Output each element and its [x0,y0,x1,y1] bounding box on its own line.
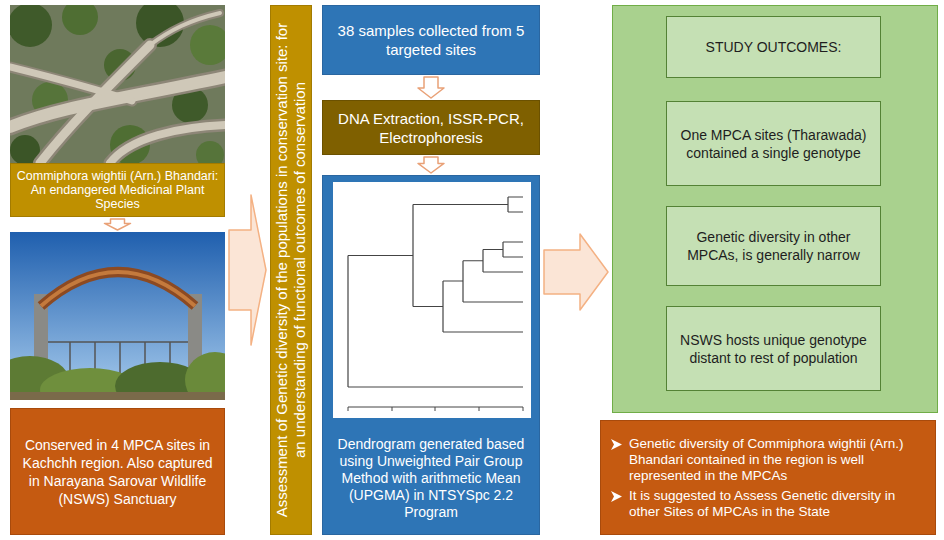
node-text: Conserved in 4 MPCA sites in Kachchh reg… [19,436,216,508]
bullet-arrow [611,491,622,502]
block-arrow [418,77,444,98]
bullet-arrow [611,439,622,450]
outcome-box: One MPCA sites (Tharawada) contained a s… [666,101,881,186]
bullet-arrow [611,491,622,502]
node-text: NSWS hosts unique genotype distant to re… [673,331,874,367]
block-arrow [418,157,444,173]
caption-box: Commiphora wightii (Arn.) Bhandari: An e… [10,163,225,217]
process-box: 38 samples collected from 5 targeted sit… [322,5,540,75]
outcome-box: NSWS hosts unique genotype distant to re… [666,306,881,391]
dendrogram [333,182,531,418]
text-panel: Dendrogram generated based using Unweigh… [323,422,539,534]
node-text: It is suggested to Assess Genetic divers… [629,488,925,520]
node-text: DNA Extraction, ISSR-PCR, Electrophoresi… [329,109,533,147]
node-text: 38 samples collected from 5 targeted sit… [331,21,531,59]
dendrogram-box: Dendrogram generated based using Unweigh… [322,175,540,535]
node-text: Dendrogram generated based using Unweigh… [327,436,535,521]
node-text: Genetic diversity in other MPCAs, is gen… [673,228,874,264]
vertical-band: Assessment of Genetic diversity of the p… [270,5,312,535]
block-arrow [229,195,266,345]
conclusion-box: Genetic diversity of Commiphora wightii … [600,420,936,535]
node-text: STUDY OUTCOMES: [673,38,874,56]
plant-photo [10,5,225,163]
photo-caption-box: Conserved in 4 MPCA sites in Kachchh reg… [10,232,225,535]
gate-photo [10,232,225,400]
block-arrow [105,219,131,230]
node-text: One MPCA sites (Tharawada) contained a s… [673,126,874,162]
node-text: Genetic diversity of Commiphora wightii … [629,436,925,484]
process-box: DNA Extraction, ISSR-PCR, Electrophoresi… [322,100,540,155]
block-arrow [544,234,608,310]
node-text: Assessment of Genetic diversity of the p… [273,18,309,523]
outcome-box: Genetic diversity in other MPCAs, is gen… [666,206,881,286]
node-text: Commiphora wightii (Arn.) Bhandari: An e… [15,169,220,211]
outcomes-panel: STUDY OUTCOMES: One MPCA sites (Tharawada… [612,5,938,413]
text-panel: Conserved in 4 MPCA sites in Kachchh reg… [10,408,225,535]
outcome-box: STUDY OUTCOMES: [666,16,881,78]
bullet-arrow [611,439,622,450]
